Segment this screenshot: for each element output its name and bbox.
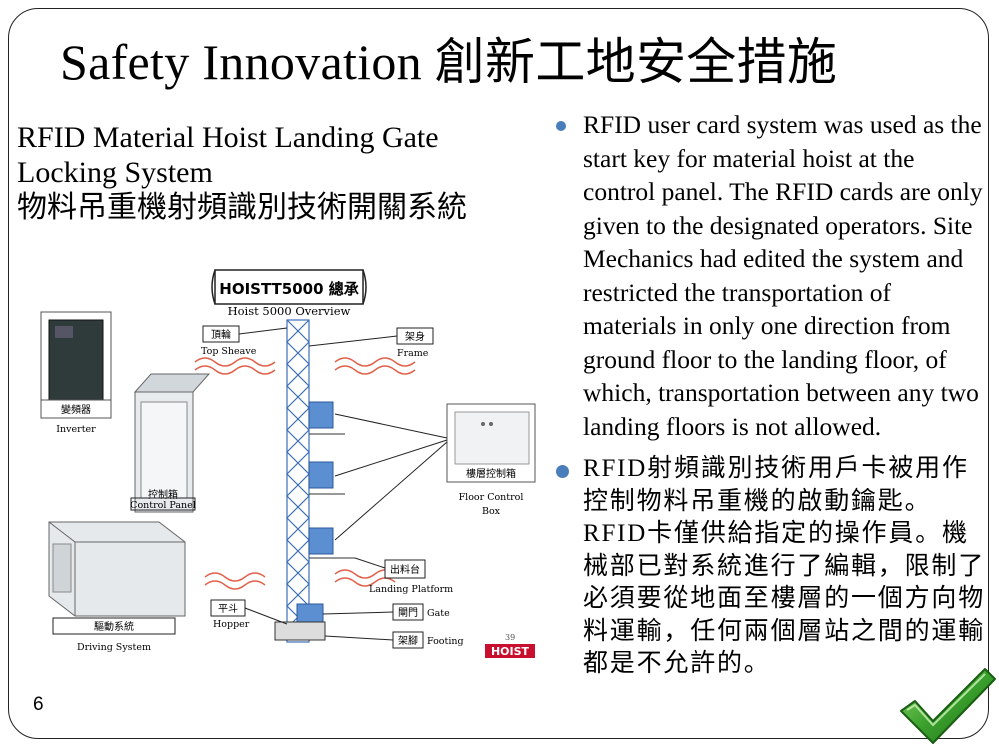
label-text: Floor Control bbox=[459, 492, 524, 503]
label-text: Hopper bbox=[213, 619, 250, 630]
label-text: 樓層控制箱 bbox=[466, 467, 516, 480]
bullet-item-english: RFID user card system was used as the st… bbox=[556, 108, 986, 443]
subtitle-line: RFID Material Hoist Landing Gate bbox=[17, 121, 439, 154]
label-text: Top Sheave bbox=[201, 346, 257, 357]
subtitle-line: Locking System bbox=[17, 156, 213, 189]
label-box bbox=[384, 559, 426, 579]
label-text: 驅動系統 bbox=[94, 620, 134, 633]
label-text: 變頻器 bbox=[61, 403, 91, 416]
slide-title: Safety Innovation 創新工地安全措施 bbox=[60, 34, 838, 90]
label-text: 閘門 bbox=[398, 607, 418, 619]
driving-system-image bbox=[48, 521, 186, 617]
leader-line bbox=[322, 611, 394, 615]
banner-text: HOISTT5000 總承 bbox=[219, 280, 358, 298]
label-text: Landing Platform bbox=[369, 584, 453, 595]
subtitle-line: 物料吊重機射頻識別技術開關系統 bbox=[17, 191, 467, 224]
bullet-dot-icon bbox=[556, 465, 569, 478]
leader-line bbox=[354, 557, 386, 569]
label-text: Gate bbox=[427, 608, 450, 619]
overview-caption: Hoist 5000 Overview bbox=[228, 304, 351, 318]
break-lines bbox=[194, 357, 416, 590]
label-text: Control Panel bbox=[130, 500, 196, 511]
control-panel-image bbox=[133, 373, 211, 513]
page-number: 6 bbox=[33, 694, 44, 715]
leader-line bbox=[244, 607, 288, 625]
bullet-item-chinese: RFID射頻識別技術用戶卡被用作控制物料吊重機的啟動鑰匙。RFID卡僅供給指定的… bbox=[556, 453, 986, 681]
checkmark-icon bbox=[900, 668, 996, 744]
hoist-mast bbox=[286, 319, 310, 643]
hoist-cages bbox=[296, 401, 334, 635]
bullet-text: RFID user card system was used as the st… bbox=[583, 110, 983, 441]
leader-line bbox=[238, 327, 288, 335]
bullet-list: RFID user card system was used as the st… bbox=[556, 108, 986, 681]
label-text: 頂輪 bbox=[211, 328, 231, 341]
label-text: Inverter bbox=[56, 424, 96, 435]
floor-control-leaders bbox=[334, 413, 448, 541]
page-ref: 39 bbox=[505, 633, 515, 642]
slide-subtitle: RFID Material Hoist Landing Gate Locking… bbox=[17, 120, 537, 225]
bullet-dot-icon bbox=[556, 121, 566, 131]
inverter-image bbox=[40, 311, 112, 419]
label-box bbox=[52, 617, 176, 635]
label-text: Driving System bbox=[77, 642, 151, 653]
floor-control-box-image bbox=[446, 403, 536, 483]
diagram-banner: HOISTT5000 總承 bbox=[211, 269, 367, 305]
hoist-logo-text: HOIST bbox=[491, 645, 530, 658]
leader-line bbox=[308, 335, 398, 347]
hoist-overview-diagram: HOISTT5000 總承 Hoist 5000 Overview 頂輪 Top… bbox=[40, 269, 536, 658]
label-text: Frame bbox=[397, 348, 429, 359]
landing-platforms bbox=[274, 433, 355, 641]
label-text: 架身 bbox=[405, 330, 425, 343]
label-text: Footing bbox=[427, 636, 464, 647]
label-text: Box bbox=[482, 506, 501, 517]
leader-line bbox=[324, 635, 394, 641]
label-text: 架腳 bbox=[398, 635, 418, 647]
bullet-text: RFID射頻識別技術用戶卡被用作控制物料吊重機的啟動鑰匙。RFID卡僅供給指定的… bbox=[583, 455, 986, 677]
label-text: 出料台 bbox=[390, 563, 420, 576]
label-box bbox=[130, 497, 196, 511]
hoist-logo bbox=[485, 644, 535, 658]
label-text: 平斗 bbox=[218, 603, 238, 615]
slide-frame bbox=[8, 8, 989, 739]
